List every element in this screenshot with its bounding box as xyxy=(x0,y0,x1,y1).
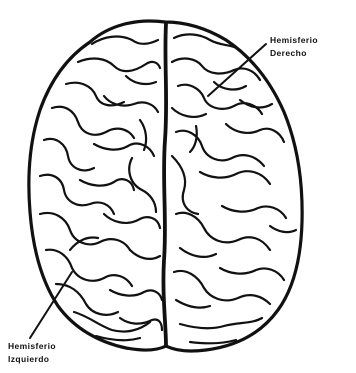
callout-line-left xyxy=(30,272,72,338)
label-left-line1: Hemisferio xyxy=(8,340,56,353)
label-left-line2: Izquierdo xyxy=(8,353,56,366)
label-left-hemisphere: Hemisferio Izquierdo xyxy=(8,340,56,366)
longitudinal-fissure xyxy=(163,24,166,346)
right-hemisphere-gyri xyxy=(172,34,296,343)
label-right-hemisphere: Hemisferio Derecho xyxy=(270,34,318,60)
label-right-line1: Hemisferio xyxy=(270,34,318,47)
label-right-line2: Derecho xyxy=(270,47,318,60)
